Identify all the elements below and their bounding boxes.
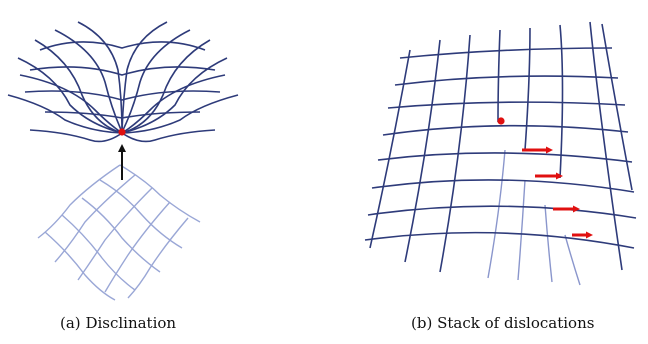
- panel-a-disclination: [7, 21, 239, 301]
- caption-b-label: (b): [411, 314, 433, 332]
- disclination-core: [118, 128, 126, 136]
- burgers-vectors: [522, 146, 593, 239]
- caption-b: (b) Stack of dislocations: [411, 314, 594, 332]
- dislocation-core: [497, 117, 505, 125]
- dark-vertical-lines: [369, 21, 633, 273]
- caption-a-label: (a): [60, 314, 81, 332]
- caption-b-title: Stack of dislocations: [437, 314, 595, 332]
- upper-lattice: [7, 21, 239, 143]
- caption-a-title: Disclination: [85, 314, 177, 332]
- caption-a: (a) Disclination: [60, 314, 176, 332]
- dark-horizontal-lines: [364, 47, 637, 249]
- light-vertical-lines: [487, 149, 581, 286]
- panel-b-dislocations: [364, 21, 637, 286]
- lower-lattice: [37, 164, 201, 301]
